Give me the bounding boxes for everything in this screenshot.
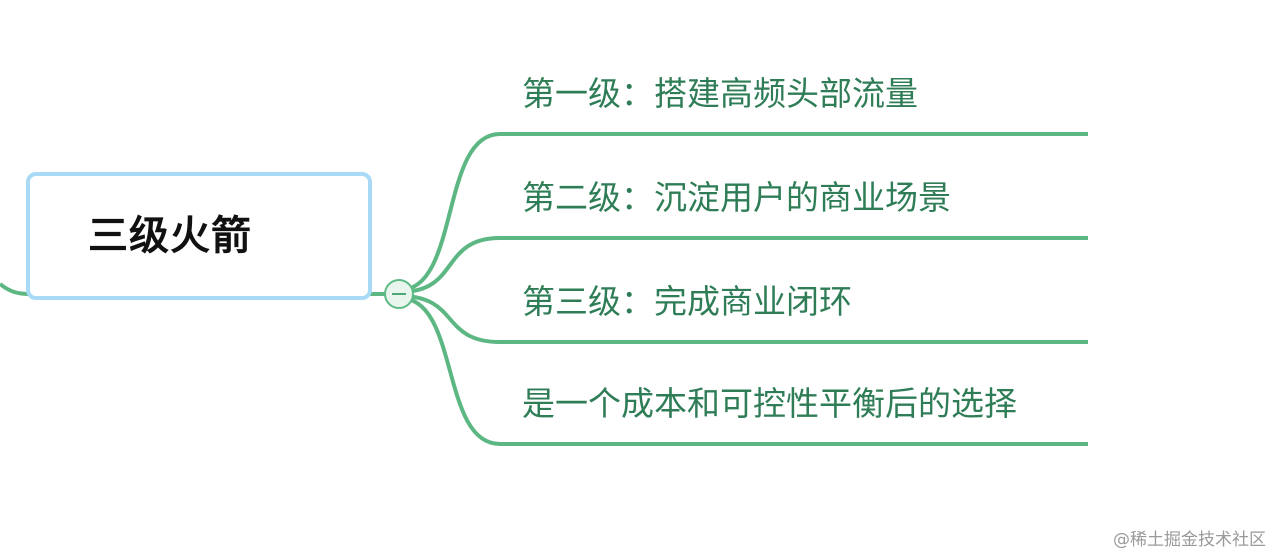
branch-connector-2 [399,236,1088,294]
branch-connector-1 [399,132,1088,292]
branch-node-4[interactable]: 是一个成本和可控性平衡后的选择 [522,384,1017,423]
branch-node-1[interactable]: 第一级：搭建高频头部流量 [522,74,918,113]
minus-icon [392,293,406,295]
watermark: @稀土掘金技术社区 [1113,530,1266,550]
branch-node-3[interactable]: 第三级：完成商业闭环 [522,282,852,321]
branch-connector-3 [399,294,1088,344]
root-node[interactable] [26,172,372,300]
branch-node-2[interactable]: 第二级：沉淀用户的商业场景 [522,178,951,217]
root-node-label: 三级火箭 [88,213,252,259]
collapse-toggle-button[interactable] [384,279,414,309]
branch-connector-4 [399,296,1088,446]
